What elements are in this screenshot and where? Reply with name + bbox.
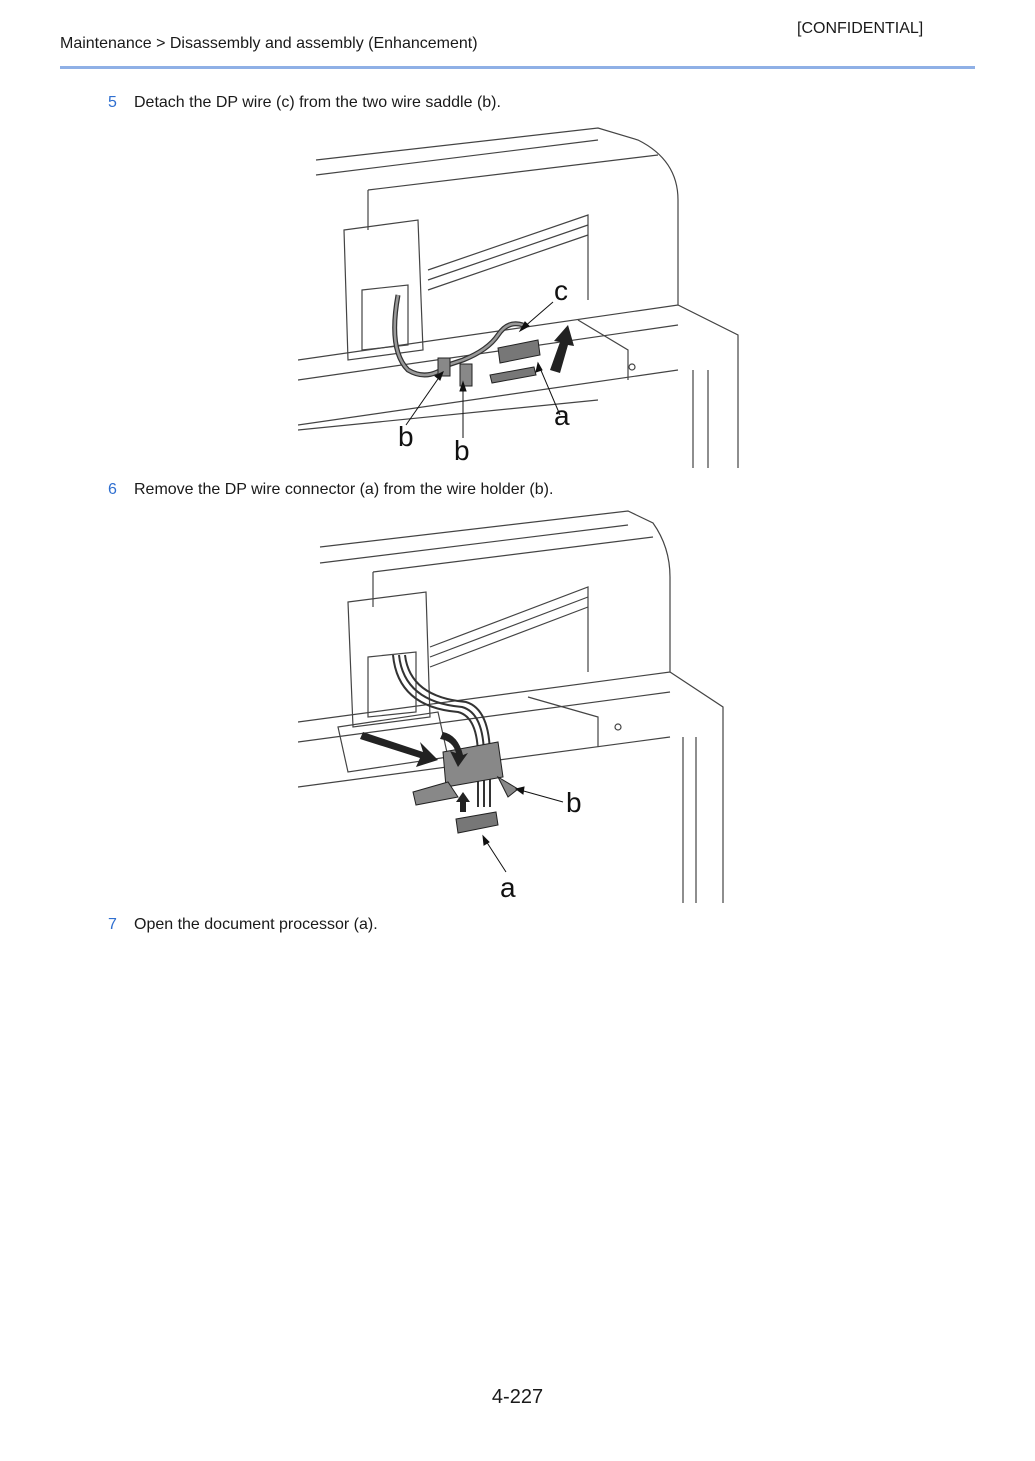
step-7: 7 Open the document processor (a). bbox=[108, 916, 378, 934]
step-text: Remove the DP wire connector (a) from th… bbox=[134, 481, 554, 498]
callout-a: a bbox=[500, 872, 516, 903]
figure-step-6: b a bbox=[298, 507, 728, 903]
callout-b: b bbox=[398, 421, 414, 452]
step-5: 5 Detach the DP wire (c) from the two wir… bbox=[108, 94, 501, 112]
callout-b: b bbox=[454, 435, 470, 466]
breadcrumb: Maintenance > Disassembly and assembly (… bbox=[60, 35, 478, 52]
header-divider bbox=[60, 66, 975, 69]
page-number: 4-227 bbox=[491, 1386, 544, 1408]
step-6: 6 Remove the DP wire connector (a) from t… bbox=[108, 481, 553, 499]
step-text: Open the document processor (a). bbox=[134, 916, 378, 933]
callout-a: a bbox=[554, 400, 570, 431]
callout-c: c bbox=[554, 275, 568, 306]
step-number: 5 bbox=[108, 94, 117, 111]
figure-step-5-illustration: c a b b bbox=[298, 127, 739, 468]
step-number: 6 bbox=[108, 481, 117, 498]
figure-step-5: c a b b bbox=[298, 120, 740, 468]
step-number: 7 bbox=[108, 916, 117, 933]
confidential-label: [CONFIDENTIAL] bbox=[797, 20, 924, 37]
step-text: Detach the DP wire (c) from the two wire… bbox=[134, 94, 501, 111]
figure-step-6-illustration: b a bbox=[298, 510, 724, 903]
callout-b: b bbox=[566, 787, 582, 818]
